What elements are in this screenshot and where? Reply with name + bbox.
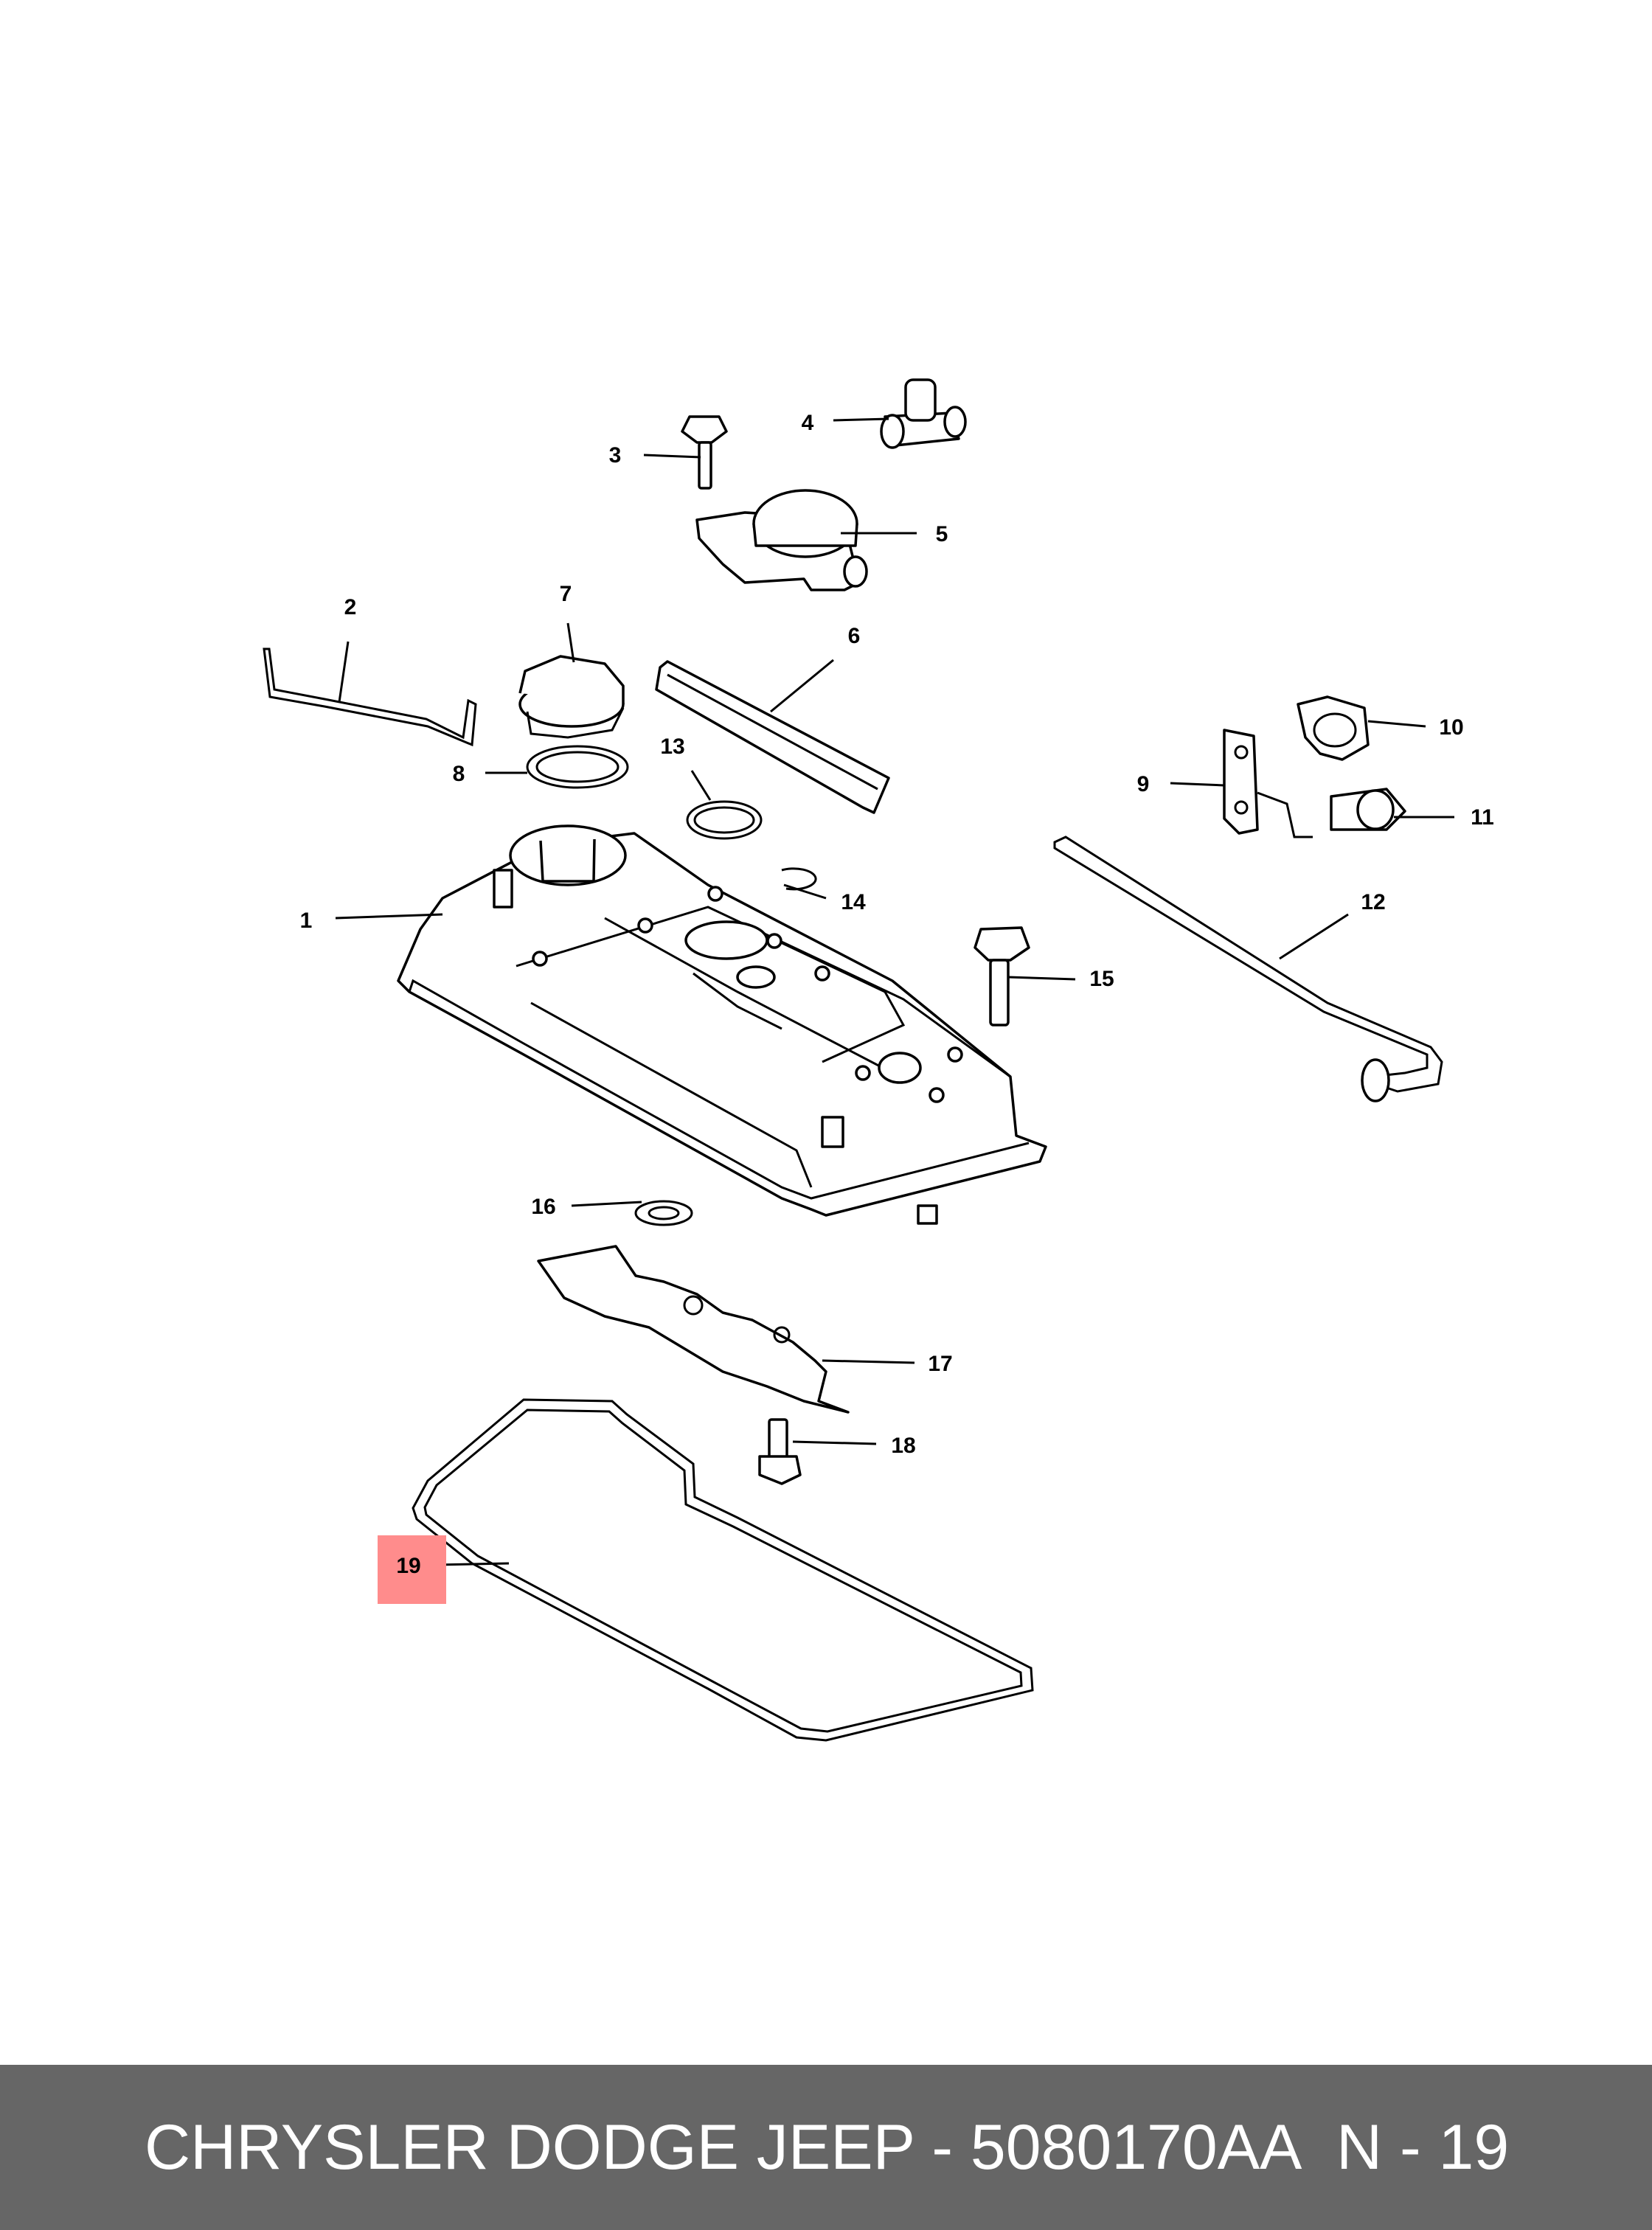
bolt-part-11: [1330, 788, 1406, 831]
callout-6[interactable]: 6: [848, 624, 861, 648]
leader-12: [1279, 913, 1349, 960]
callout-8[interactable]: 8: [453, 762, 465, 786]
gasket-part-19: [412, 1398, 1034, 1742]
leader-18: [792, 1440, 877, 1445]
connector-part-4: [880, 378, 967, 449]
footer-bar: CHRYSLER DODGE JEEP - 5080170AA N - 19: [0, 2065, 1652, 2230]
highlight-box-19: [378, 1535, 446, 1604]
clip-part-10: [1297, 695, 1370, 761]
callout-labels: 1 2 3 4 5 6 7 8 9 10 11 12 13 14 15 16 1…: [300, 411, 1494, 1578]
leader-2: [338, 641, 350, 703]
valve-cover-part-1: [397, 824, 1047, 1225]
callout-14[interactable]: 14: [841, 890, 866, 914]
leader-4: [833, 417, 889, 422]
callout-19[interactable]: 19: [396, 1554, 420, 1578]
seal-strip-part-6: [655, 660, 890, 814]
leader-9: [1170, 782, 1225, 787]
leader-10: [1367, 720, 1426, 728]
leader-15: [1007, 976, 1076, 981]
leader-6: [770, 659, 834, 713]
leader-13: [690, 770, 712, 801]
callout-7[interactable]: 7: [560, 582, 572, 606]
leader-16: [571, 1201, 642, 1207]
o-ring-part-8: [526, 745, 629, 789]
callout-2[interactable]: 2: [344, 595, 357, 619]
bolt-part-15: [974, 926, 1030, 1027]
callout-3[interactable]: 3: [609, 443, 622, 468]
callout-18[interactable]: 18: [891, 1434, 915, 1458]
callout-5[interactable]: 5: [936, 522, 948, 546]
part-number-text: CHRYSLER DODGE JEEP - 5080170AA: [145, 2112, 1302, 2183]
leader-19: [436, 1562, 510, 1566]
callout-15[interactable]: 15: [1089, 967, 1114, 991]
callout-11[interactable]: 11: [1471, 805, 1494, 830]
callout-4[interactable]: 4: [802, 411, 814, 435]
callout-9[interactable]: 9: [1137, 772, 1150, 796]
leader-14: [783, 883, 827, 900]
bracket-part-9: [1223, 729, 1313, 838]
breather-part-5: [695, 489, 868, 591]
o-ring-part-13: [686, 800, 763, 840]
clip-part-16: [634, 1200, 693, 1226]
callout-16[interactable]: 16: [531, 1195, 555, 1219]
bolt-part-3: [681, 415, 728, 490]
tube-part-12: [1053, 836, 1443, 1102]
callout-10[interactable]: 10: [1439, 715, 1463, 740]
callout-12[interactable]: 12: [1361, 890, 1385, 914]
leader-17: [822, 1359, 915, 1364]
parts-diagram: 1 2 3 4 5 6 7 8 9 10 11 12 13 14 15 16 1…: [263, 378, 1494, 1742]
leader-lines: [335, 417, 1454, 1566]
baffle-part-17: [537, 1245, 850, 1414]
leader-7: [566, 622, 575, 663]
callout-1[interactable]: 1: [300, 909, 313, 933]
filler-cap-part-7: [518, 655, 625, 739]
reference-text: N - 19: [1336, 2112, 1510, 2183]
leader-3: [643, 454, 701, 459]
callout-17[interactable]: 17: [928, 1352, 952, 1376]
bolt-part-18: [758, 1418, 802, 1485]
leader-1: [335, 913, 443, 920]
callout-13[interactable]: 13: [660, 734, 684, 759]
wire-part-2: [263, 647, 477, 747]
